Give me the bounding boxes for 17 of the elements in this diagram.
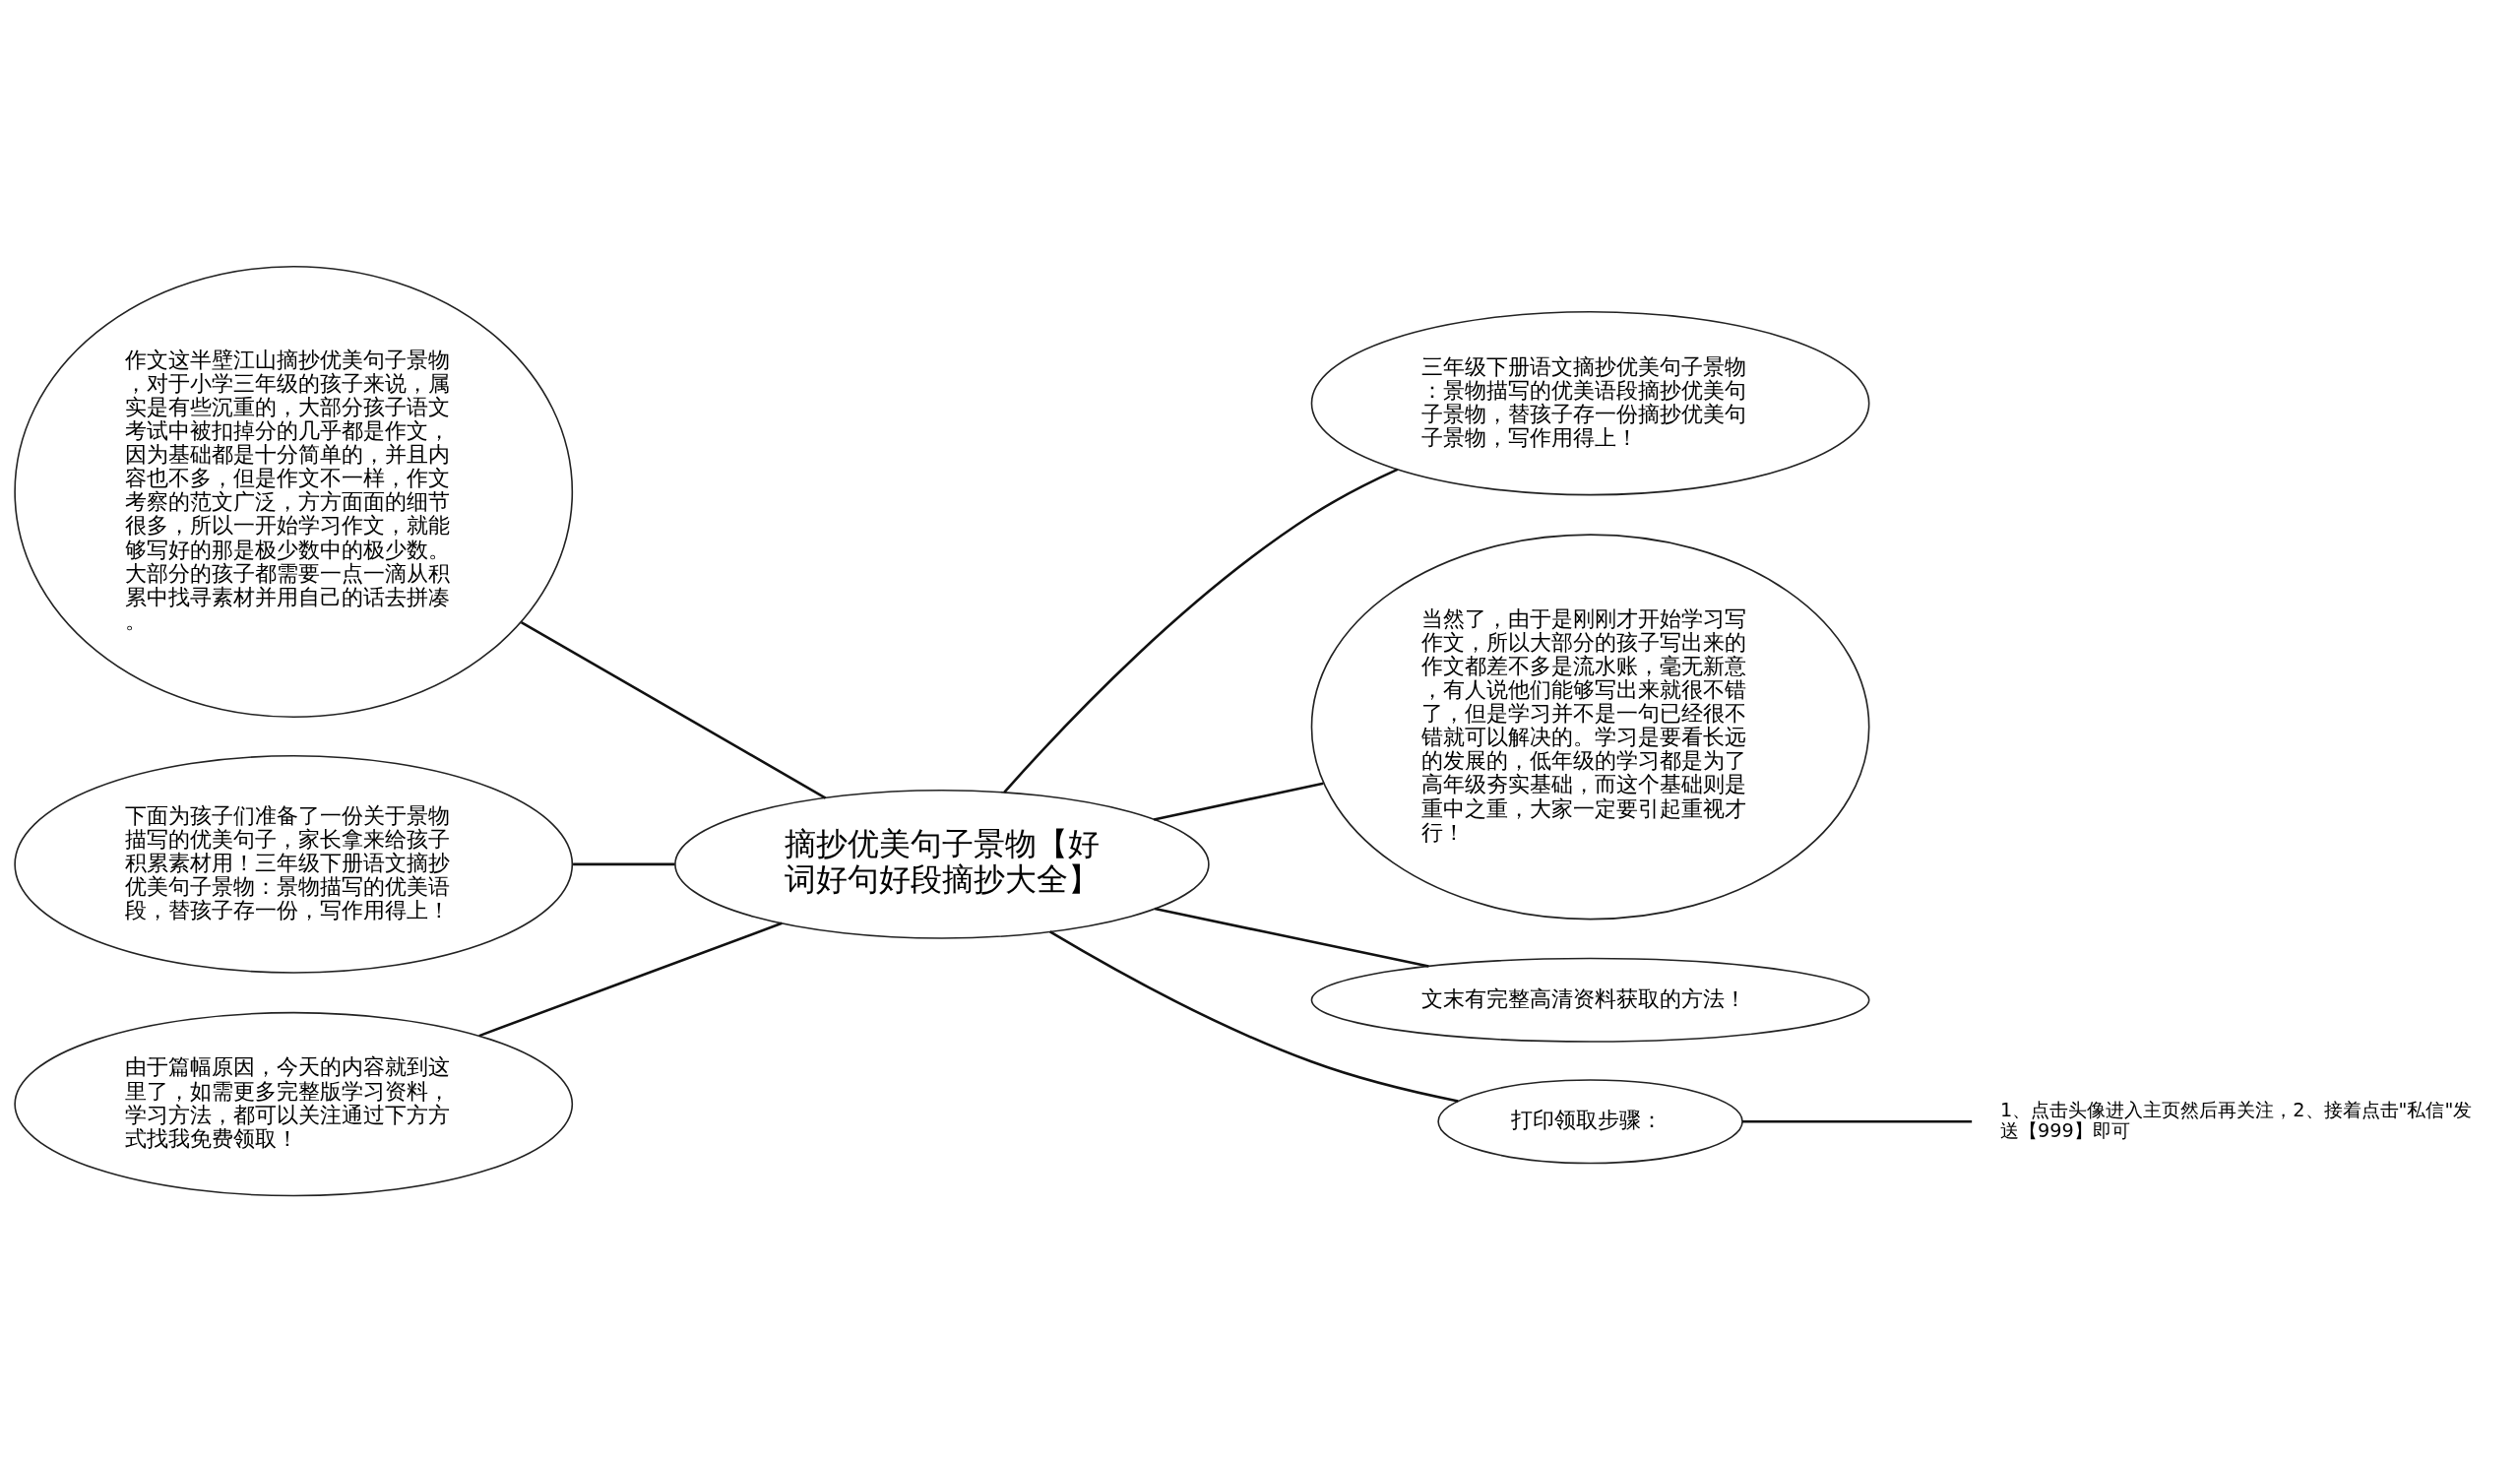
connector bbox=[1154, 907, 1429, 968]
node-ellipse: 作文这半壁江山摘抄优美句子景物，对于小学三年级的孩子来说，属实是有些沉重的，大部分孩子语文考试中被扣掉分的几乎都是作文，因为基础都是十分简单的，并且内容也不多，但是作文不一样，作文考察的范文广泛，方方面面的细节很多，所以一开始学习作文，就能够写好的那是极少数中的极少数。大部分的孩子都需要一点一滴从积累中找寻素材并用自己的话去拼凑。 bbox=[14, 265, 574, 718]
connector bbox=[1049, 929, 1459, 1103]
node-ellipse: 下面为孩子们准备了一份关于景物描写的优美句子，家长拿来给孩子积累素材用！三年级下册语文摘抄优美句子景物：景物描写的优美语段，替孩子存一份，写作用得上！ bbox=[14, 754, 574, 974]
connector bbox=[478, 921, 783, 1037]
node-ellipse: 摘抄优美句子景物【好词好句好段摘抄大全】 bbox=[674, 789, 1210, 939]
node-ellipse: 打印领取步骤： bbox=[1437, 1078, 1743, 1164]
node-ellipse: 三年级下册语文摘抄优美句子景物：景物描写的优美语段摘抄优美句子景物，替孩子存一份摘抄优美句子景物，写作用得上！ bbox=[1310, 310, 1870, 495]
node-ellipse: 当然了，由于是刚刚才开始学习写作文，所以大部分的孩子写出来的作文都差不多是流水账，毫无新意，有人说他们能够写出来就很不错了，但是学习并不是一句已经很不错就可以解决的。学习是要看长远的发展的，低年级的学习都是为了高年级夯实基础，而这个基础则是重中之重，大家一定要引起重视才行！ bbox=[1310, 533, 1870, 920]
node-ellipse: 文末有完整高清资料获取的方法！ bbox=[1310, 957, 1870, 1043]
node-ellipse: 由于篇幅原因，今天的内容就到这里了，如需更多完整版学习资料，学习方法，都可以关注通过下方方式找我免费领取！ bbox=[14, 1011, 574, 1196]
connector bbox=[573, 862, 675, 865]
connector bbox=[1153, 782, 1324, 821]
connector bbox=[1742, 1119, 1973, 1123]
connector bbox=[1003, 468, 1399, 794]
connector bbox=[520, 620, 827, 799]
node-text: 1、点击头像进入主页然后再关注，2、接着点击"私信"发送【999】即可 bbox=[2000, 1098, 2473, 1142]
